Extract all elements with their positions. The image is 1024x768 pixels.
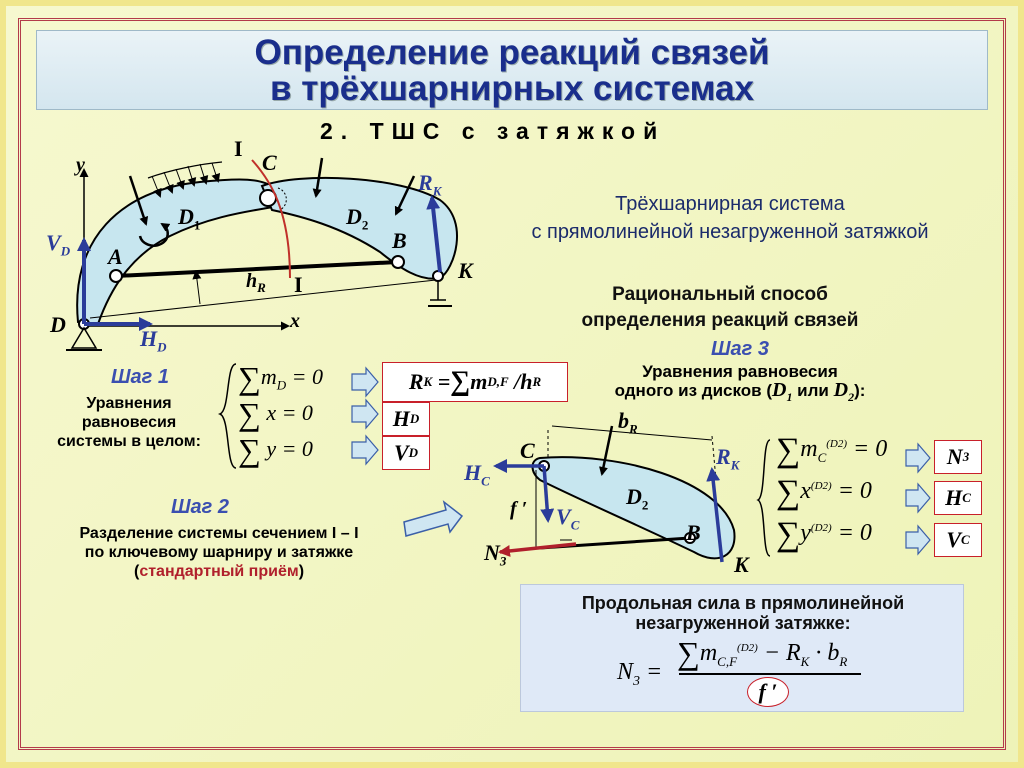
formula-lhs: N3 = (617, 659, 663, 689)
step1-brace (218, 363, 237, 469)
label-section-bottom: I (294, 272, 303, 297)
formula-box: Продольная сила в прямолинейной незагруж… (520, 584, 964, 712)
arrow-eq4 (905, 442, 931, 474)
hinge-k (432, 270, 444, 282)
step2-title: Шаг 2 (170, 496, 230, 518)
inner-frame (18, 18, 1006, 750)
eq1-lhs: ∑mD = 0 (238, 360, 323, 396)
system-description: Трёхшарнирная система с прямолинейной не… (531, 193, 929, 243)
point-load-2 (312, 157, 324, 198)
arrow-eq5 (905, 482, 931, 514)
label-c-detail: C (520, 438, 535, 463)
force-n3-arrow (498, 542, 577, 557)
disk-d2-detail (531, 456, 736, 560)
label-vc: VC (556, 504, 580, 533)
moment-load (138, 222, 171, 247)
step1-title: Шаг 1 (110, 366, 170, 388)
arrow-eq2 (351, 398, 379, 430)
step1-description: Уравнения равновесия системы в целом: (57, 395, 201, 450)
label-k: K (458, 258, 473, 283)
step3-brace (756, 439, 771, 557)
fraction-bar (679, 673, 861, 675)
title-line-1: Определение реакций связей (254, 33, 770, 72)
eq4-lhs: ∑mC(D2) = 0 (776, 432, 888, 469)
eq6-lhs: ∑y(D2) = 0 (776, 516, 872, 553)
label-rk: RK (418, 170, 442, 199)
label-b-detail: B (686, 520, 701, 545)
label-disk-d2: D2 (346, 204, 369, 233)
section-line (251, 159, 291, 279)
label-x-axis: x (290, 310, 300, 332)
label-c: C (262, 150, 277, 175)
title-banner: Определение реакций связей в трёхшарнирн… (36, 30, 988, 110)
reaction-vc-arrow (540, 465, 555, 523)
arrow-eq1 (351, 366, 379, 398)
label-hd: HD (140, 326, 167, 355)
br-dimension (551, 425, 713, 441)
rational-method: Рациональный способ определения реакций … (581, 284, 859, 331)
hinge-b (391, 255, 405, 269)
label-f-prime: f ′ (510, 498, 528, 520)
label-a: A (108, 244, 123, 269)
label-disk-d1: D1 (178, 204, 201, 233)
label-section-top: I (234, 136, 243, 161)
label-hc: HC (464, 460, 490, 489)
formula-numerator: ∑mC,F(D2) − RK · bR (677, 635, 848, 671)
hinge-a (109, 269, 123, 283)
arrow-eq3 (351, 434, 379, 466)
eq3-lhs: ∑ y = 0 (238, 432, 313, 468)
step3-description: Уравнения равновесия одного из дисков (D… (614, 362, 866, 404)
label-vd: VD (46, 230, 71, 259)
eq5-lhs: ∑x(D2) = 0 (776, 474, 872, 511)
title-line-2: в трёхшарнирных системах (270, 69, 754, 108)
formula-title: Продольная сила в прямолинейной незагруж… (581, 593, 905, 633)
point-load-1 (128, 175, 149, 226)
step3-title: Шаг 3 (710, 338, 770, 360)
label-n3: N3 (484, 540, 507, 569)
label-y-axis: y (76, 154, 85, 176)
step2-description: Разделение системы сечением I – I по клю… (79, 525, 359, 580)
arrow-eq6 (905, 524, 931, 556)
label-b: B (392, 228, 407, 253)
tie-rod (115, 260, 399, 278)
label-br: bR (618, 408, 638, 437)
point-load-3 (394, 175, 416, 216)
subtitle: 2. ТШС с затяжкой (320, 118, 666, 144)
support-k (430, 280, 446, 301)
reaction-rk2-arrow (706, 467, 724, 563)
label-d: D (50, 312, 66, 337)
standard-technique: стандартный приём (139, 563, 299, 580)
hr-line (89, 279, 437, 319)
eq2-lhs: ∑ x = 0 (238, 396, 313, 432)
label-k-detail: K (734, 552, 749, 577)
support-d (70, 326, 98, 349)
label-rk-detail: RK (716, 444, 740, 473)
label-disk-d2-detail: D2 (626, 484, 649, 513)
reaction-rk-arrow (426, 195, 442, 273)
label-hr: hR (246, 270, 266, 295)
step2-arrow (403, 500, 464, 537)
formula-denominator: f ′ (747, 677, 789, 707)
